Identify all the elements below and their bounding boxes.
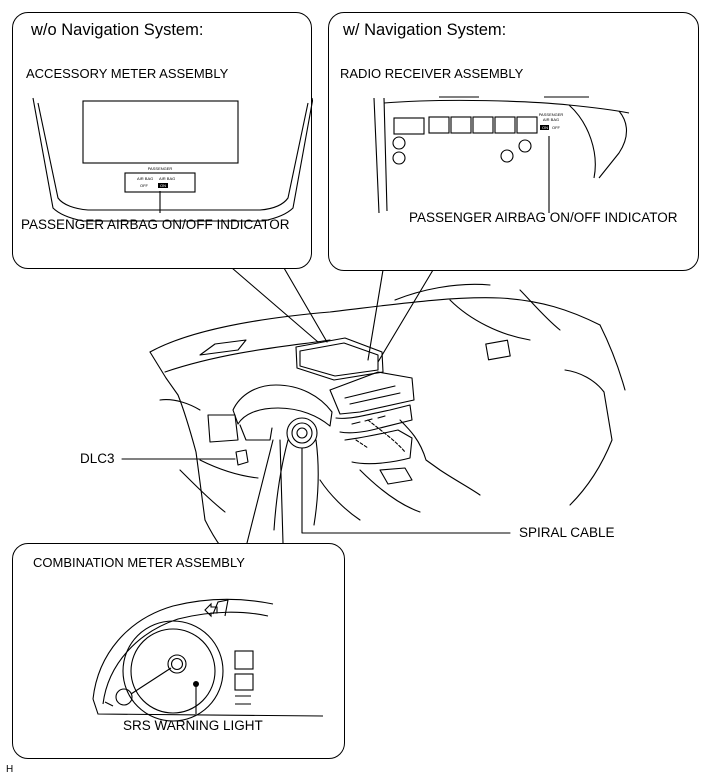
wo-nav-title: w/o Navigation System: [31, 21, 204, 39]
wo-nav-subtitle: ACCESSORY METER ASSEMBLY [26, 66, 229, 81]
radio-receiver-drawing: PASSENGER AIR BAG ON OFF [373, 96, 630, 214]
wo-nav-mini-line3b: ON [160, 183, 166, 188]
w-nav-title: w/ Navigation System: [343, 21, 507, 39]
combination-title: COMBINATION METER ASSEMBLY [33, 555, 245, 570]
spiral-cable-leader-line [301, 447, 511, 534]
w-nav-indicator-label: PASSENGER AIRBAG ON/OFF INDICATOR [409, 210, 678, 225]
w-nav-mini-line2: AIR BAG [543, 117, 559, 122]
dlc3-label: DLC3 [80, 451, 115, 466]
wo-nav-panel: PASSENGER AIR BAG AIR BAG OFF ON w/o Nav… [12, 12, 313, 269]
w-nav-leader [367, 269, 434, 363]
wo-nav-leader [231, 267, 328, 343]
wo-nav-mini-line3a: OFF [140, 183, 149, 188]
combination-meter-drawing [92, 598, 324, 722]
accessory-meter-drawing: PASSENGER AIR BAG AIR BAG OFF ON [32, 97, 313, 222]
figure-code: H [6, 764, 14, 775]
combination-meter-panel: COMBINATION METER ASSEMBLY SRS WARNING L… [12, 543, 345, 759]
wo-nav-mini-line2a: AIR BAG [137, 176, 153, 181]
wo-nav-indicator-label: PASSENGER AIRBAG ON/OFF INDICATOR [21, 217, 290, 232]
combination-leader [246, 439, 284, 544]
w-nav-mini-line3b: OFF [552, 125, 561, 130]
wo-nav-mini-line2b: AIR BAG [159, 176, 175, 181]
spiral-cable-label: SPIRAL CABLE [519, 525, 615, 540]
w-nav-subtitle: RADIO RECEIVER ASSEMBLY [340, 66, 524, 81]
wo-nav-mini-line1: PASSENGER [148, 166, 173, 171]
w-nav-mini-line1: PASSENGER [539, 112, 564, 117]
w-nav-mini-line3a: ON [542, 125, 548, 130]
srs-warning-light-label: SRS WARNING LIGHT [123, 718, 263, 733]
w-nav-panel: PASSENGER AIR BAG ON OFF w/ Navigation S… [328, 12, 699, 271]
